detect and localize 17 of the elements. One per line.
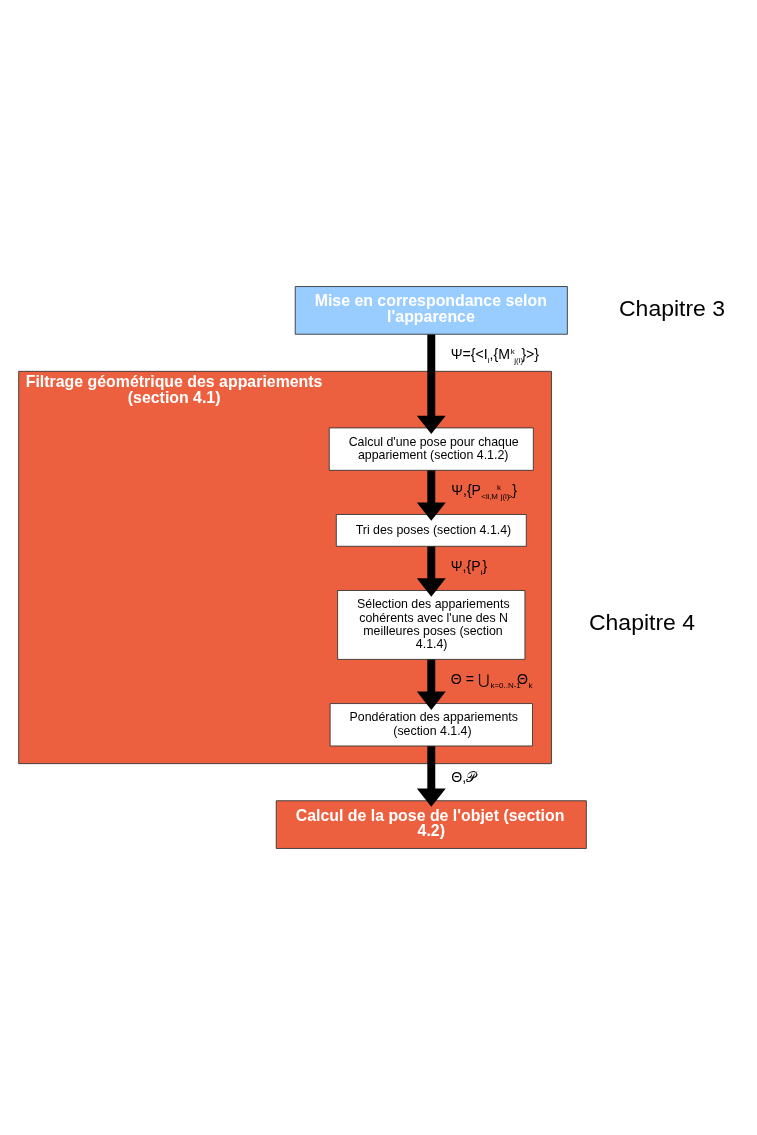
node-box: Pondération des appariements (section 4.1.4): [329, 703, 533, 747]
node-box: Mise en correspondance selon l'apparence: [294, 286, 568, 335]
edge-label: Θ = ⋃$_{k=0..N-1}$Θ$_{k}$: [450, 670, 533, 691]
edge-label: Ψ={<I$_{i}$,{M$^{k}$$_{j(i)}$}>}: [450, 345, 540, 366]
label: Chapitre 3: [619, 294, 726, 321]
arrow: [416, 659, 446, 710]
arrow: [416, 546, 446, 597]
node-box: Sélection des appariements cohérents avec l'une des N meilleures poses (section 4.1.4): [337, 590, 526, 660]
edge-label: Θ,𝒫: [451, 769, 477, 786]
arrow: [416, 746, 446, 807]
edge-label: Ψ,{P$_{i}$}: [450, 557, 488, 578]
node-box: Calcul d'une pose pour chaque appariement (section 4.1.2): [328, 427, 534, 471]
node-box: Tri des poses (section 4.1.4): [335, 514, 527, 547]
arrow: [416, 334, 446, 434]
label: Chapitre 4: [589, 609, 695, 636]
arrow: [416, 470, 446, 521]
node-box: Calcul de la pose de l'objet (section 4.2): [275, 800, 587, 849]
